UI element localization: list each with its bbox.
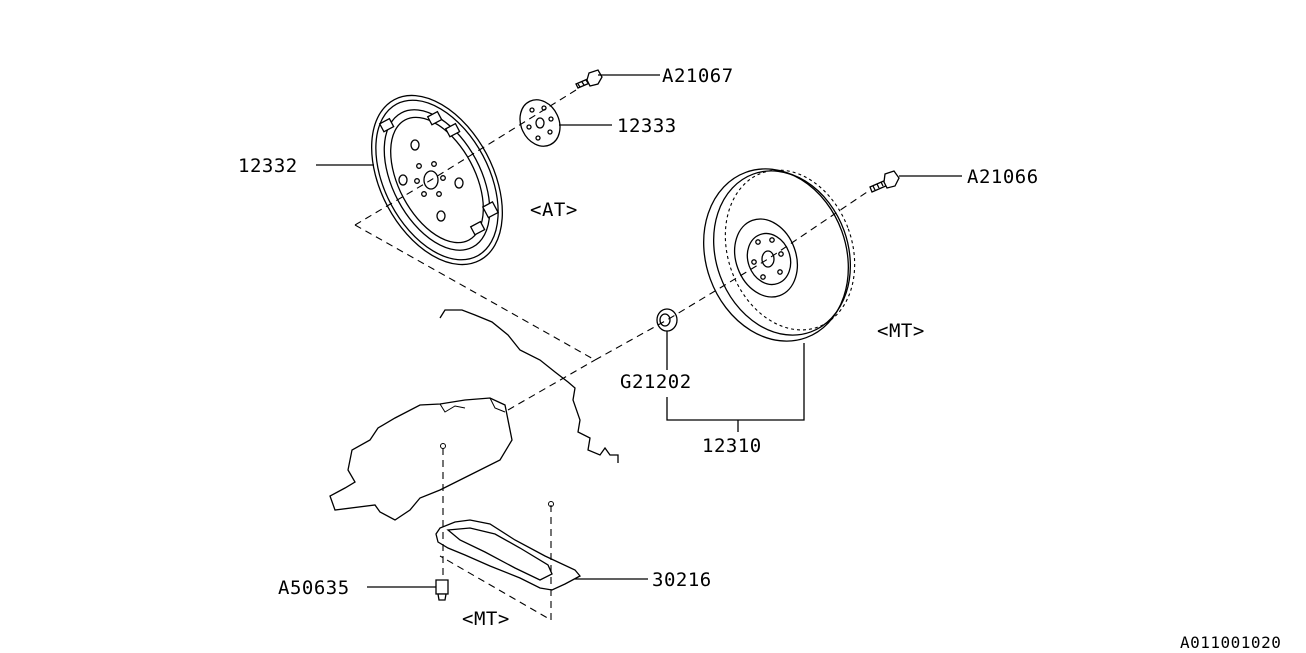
label-a21067: A21067 [662, 65, 734, 87]
variant-at-label: <AT> [530, 199, 578, 221]
variant-labels: <AT> <MT> <MT> [462, 199, 925, 630]
flywheel-mt [703, 168, 856, 342]
reference-code: A011001020 [1180, 633, 1281, 652]
bolt-a50635 [435, 579, 449, 601]
backing-plate [519, 99, 561, 147]
label-12310: 12310 [702, 435, 762, 457]
label-a21066: A21066 [967, 166, 1039, 188]
bolt-a21067 [575, 69, 603, 89]
variant-mt-flywheel-label: <MT> [877, 320, 925, 342]
variant-mt-cover-label: <MT> [462, 608, 510, 630]
label-30216: 30216 [652, 569, 712, 591]
part-labels: A21067 12333 12332 A21066 G21202 12310 A… [238, 65, 1039, 599]
label-12332: 12332 [238, 155, 298, 177]
drive-plate-at [371, 94, 503, 266]
label-a50635: A50635 [278, 577, 350, 599]
bolt-a21066 [869, 170, 900, 193]
harness-cable [439, 309, 619, 463]
pilot-bearing [656, 308, 678, 332]
leader-lines [316, 74, 962, 588]
dashed-centerlines [354, 89, 871, 621]
label-12333: 12333 [617, 115, 677, 137]
label-g21202: G21202 [620, 371, 692, 393]
cover-30216 [435, 519, 582, 591]
transmission-housing [329, 397, 513, 521]
